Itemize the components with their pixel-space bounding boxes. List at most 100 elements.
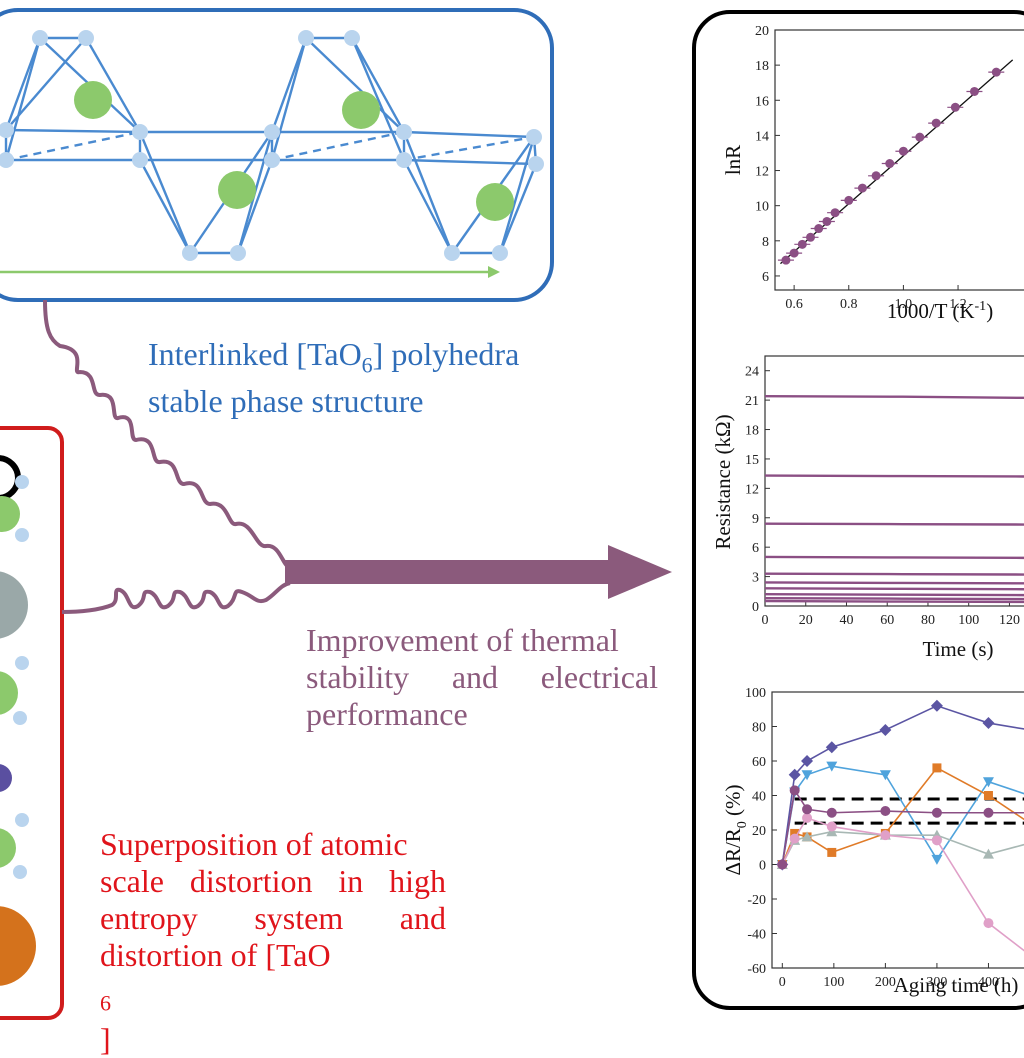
data-point [915,132,925,142]
structure-caption-line2: stable phase structure [148,383,424,420]
distortion-panel [0,426,64,1020]
x-tick-label: 20 [799,613,813,628]
data-point [931,118,941,128]
y-tick-label: 9 [752,512,759,527]
diamond-marker [879,723,892,736]
diamond-marker [788,768,801,781]
small-atoms [13,475,29,879]
y-tick-label: 15 [745,453,759,468]
x-tick-label: 60 [880,613,894,628]
y-tick-label: 6 [752,541,759,556]
x-tick-label: 40 [839,613,853,628]
square-marker [827,847,837,857]
circle-marker [802,812,813,823]
square-marker [790,828,800,838]
y-tick-label: 80 [752,721,766,736]
y-tick-label: -60 [747,962,766,977]
x-axis-label: 1000/T (K-1) [887,299,993,323]
improvement-caption-line2: stability and electrical [306,659,658,695]
triangle-up-marker [982,848,994,859]
coil-connector [43,299,672,614]
y-tick-label: 0 [759,859,766,874]
circle-marker [931,835,942,846]
y-tick-label: 100 [745,686,766,701]
coil-upper [43,299,292,570]
diamond-marker [982,717,995,730]
resistance-trace [764,572,1024,576]
y-tick-label: 6 [762,270,769,285]
data-point [822,216,832,226]
green-atom [0,828,16,868]
x-tick-label: 300 [926,975,947,990]
x-tick-label: 0.6 [785,297,803,312]
x-tick-label: 0 [762,613,769,628]
y-axis-label: ΔR/R0 (%) [721,784,750,875]
data-point [781,255,791,265]
structure-panel [0,8,554,302]
triangle-down-marker [982,777,994,788]
data-point [830,208,840,218]
triangle-up-marker [801,831,813,842]
x-tick-label: 120 [999,613,1020,628]
distortion-panel-frame [0,426,64,1020]
resistance-trace [764,593,1024,597]
square-marker [932,763,942,773]
x-axis-label: Time (s) [923,637,994,661]
purple-atom [0,764,12,792]
y-tick-label: 16 [755,94,769,109]
y-tick-label: 20 [752,824,766,839]
coil-lower [61,581,291,614]
main-arrowhead [608,545,672,599]
polyhedra-dashed-bonds [5,130,535,162]
y-axis-label: Resistance (kΩ) [711,414,735,549]
y-tick-label: 24 [745,365,759,380]
green-atom [0,671,18,715]
y-tick-label: 0 [752,600,759,615]
circle-marker [983,807,994,818]
ta-atoms [74,81,514,221]
data-point [871,171,881,181]
plot-frame [764,355,1024,607]
resistance-trace [764,599,1024,604]
x-tick-label: 0.8 [840,297,858,312]
orange-atom [0,906,36,986]
data-point [844,195,854,205]
y-tick-label: 8 [762,235,769,250]
data-point [806,232,816,242]
green-atom [0,496,20,532]
results-panel-frame [692,10,1024,1010]
triangle-down-marker [931,854,943,865]
y-tick-label: 60 [752,755,766,770]
circle-marker [789,785,800,796]
resistance-trace [764,596,1024,601]
x-axis-label: Aging time (h) [894,973,1019,997]
triangle-down-marker [801,770,813,781]
structure-panel-frame [0,8,554,302]
x-tick-label: 80 [921,613,935,628]
square-marker [983,791,993,800]
triangle-down-marker [879,770,891,781]
structure-caption: Interlinked [TaO6] polyhedra stable phas… [148,336,519,420]
x-tick-label: 1.2 [949,297,967,312]
polyhedra-bonds [4,36,538,255]
y-tick-label: -20 [747,893,766,908]
x-tick-label: 100 [823,975,844,990]
triangle-down-marker [826,761,838,772]
data-point [797,239,807,249]
circle-marker [789,833,800,844]
plot-frame [774,29,1024,291]
circle-marker [777,859,788,870]
y-tick-label: 12 [745,482,759,497]
resistance-trace [764,587,1024,591]
y-tick-label: 40 [752,790,766,805]
y-tick-label: 3 [752,571,759,586]
x-tick-label: 0 [779,975,786,990]
improvement-caption-line3: performance [306,696,468,732]
y-tick-label: 18 [755,59,769,74]
circle-marker [802,804,813,815]
y-tick-label: 18 [745,424,759,439]
